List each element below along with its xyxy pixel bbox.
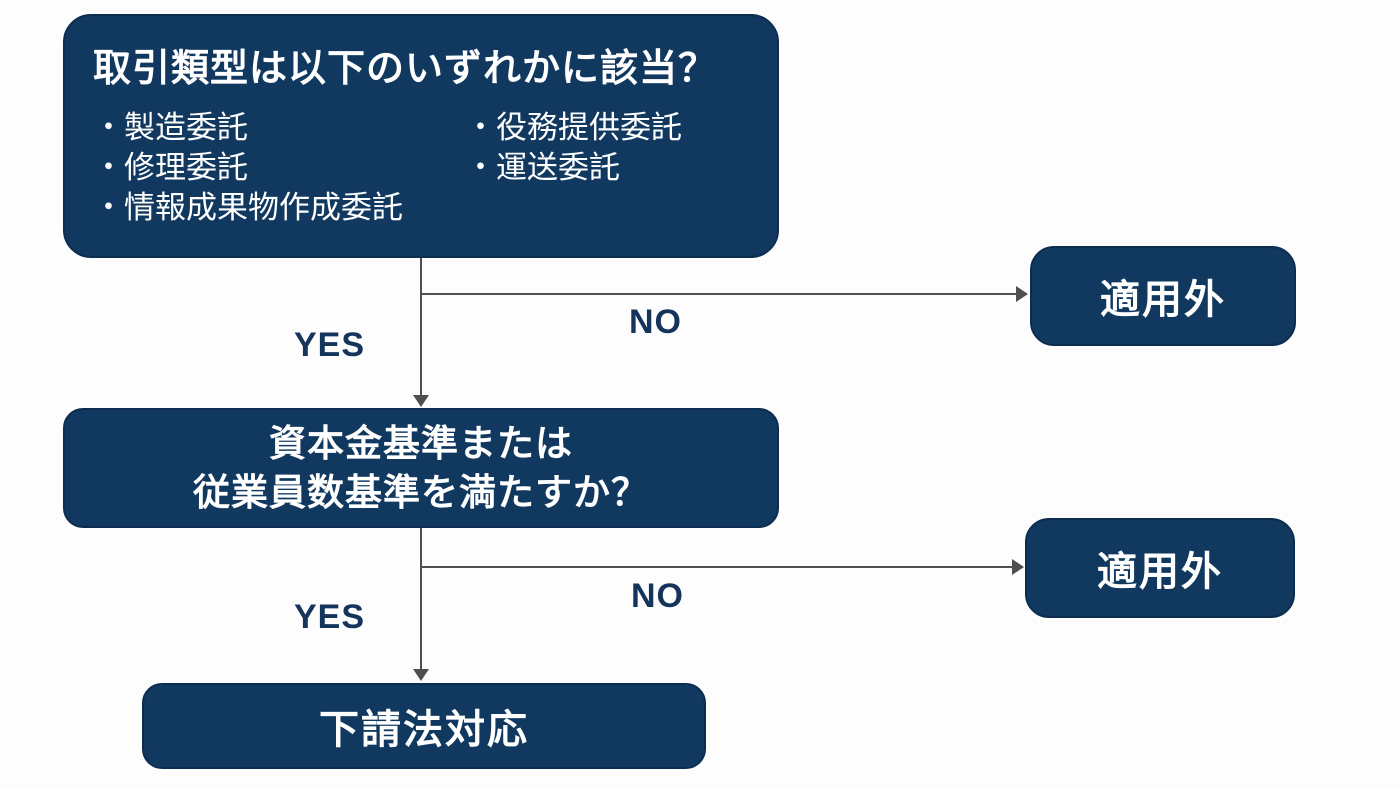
branch2-yes-label: YES [294, 598, 366, 636]
question1-bullet-columns: ・製造委託 ・修理委託 ・情報成果物作成委託 ・役務提供委託 ・運送委託 [93, 108, 747, 228]
bullet-item: ・情報成果物作成委託 [93, 190, 403, 225]
result-text: 適用外 [1100, 278, 1226, 322]
bullet-item: ・役務提供委託 [465, 110, 682, 145]
bullet-item: ・製造委託 [93, 110, 248, 145]
result-text: 適用外 [1097, 550, 1223, 594]
bullet-item: ・運送委託 [465, 150, 620, 185]
arrow-down-icon [413, 395, 429, 407]
branch2-no-label: NO [631, 577, 684, 615]
connector-q1-no-line [421, 293, 1018, 295]
arrow-right-icon [1016, 286, 1028, 302]
node-result-subcontract-act-compliance: 下請法対応 [142, 683, 706, 769]
branch1-no-label: NO [629, 303, 682, 341]
branch1-yes-label: YES [294, 326, 366, 364]
arrow-down-icon [413, 669, 429, 681]
node-result-not-applicable-1: 適用外 [1030, 246, 1296, 346]
question1-title: 取引類型は以下のいずれかに該当？ [93, 48, 718, 90]
connector-q2-no-line [421, 566, 1014, 568]
node-question-capital-criteria: 資本金基準または 従業員数基準を満たすか？ [63, 408, 779, 528]
connector-q2-yes-line [420, 528, 422, 672]
bullet-item: ・修理委託 [93, 150, 248, 185]
node-question-transaction-type: 取引類型は以下のいずれかに該当？ ・製造委託 ・修理委託 ・情報成果物作成委託 … [63, 14, 779, 258]
question2-line1: 資本金基準または [269, 423, 573, 464]
question1-bullets-left: ・製造委託 ・修理委託 ・情報成果物作成委託 [93, 108, 465, 228]
question2-line2: 従業員数基準を満たすか？ [193, 472, 649, 513]
connector-q1-yes-line [420, 258, 422, 398]
question1-bullets-right: ・役務提供委託 ・運送委託 [465, 108, 682, 228]
node-result-not-applicable-2: 適用外 [1025, 518, 1295, 618]
result-text: 下請法対応 [319, 708, 529, 752]
arrow-right-icon [1012, 559, 1024, 575]
